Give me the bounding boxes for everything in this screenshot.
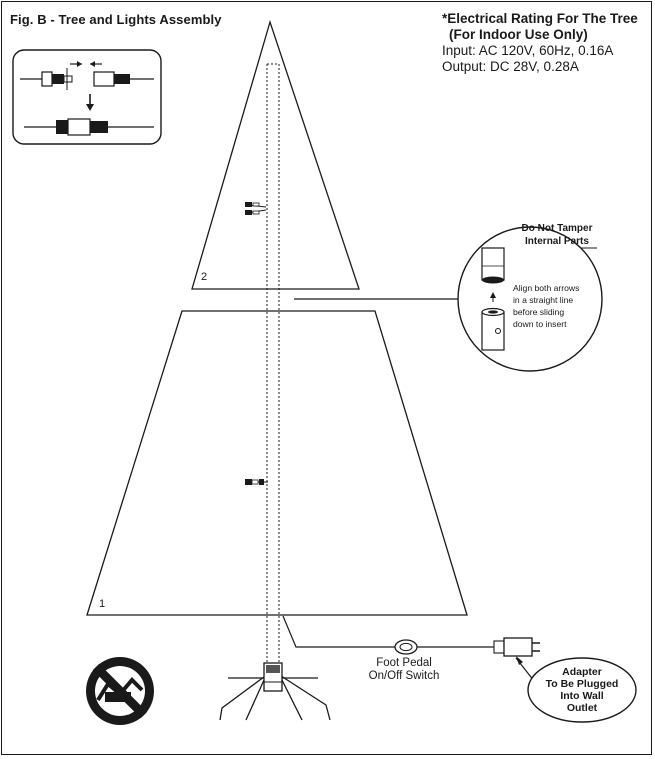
rating-input: Input: AC 120V, 60Hz, 0.16A xyxy=(442,43,614,58)
top-section-connector-icon xyxy=(245,202,267,215)
adapter-line2: To Be Plugged xyxy=(545,678,619,690)
foot-pedal-line1: Foot Pedal xyxy=(376,657,432,669)
bottom-section-connector-icon xyxy=(245,479,268,485)
tamper-warning: Do Not Tamper Internal Parts xyxy=(507,222,607,248)
instruction-line3: before sliding xyxy=(513,307,565,317)
tree-section-top xyxy=(191,19,360,290)
figure-title: Fig. B - Tree and Lights Assembly xyxy=(10,12,222,27)
section-number-top: 2 xyxy=(201,271,208,283)
alignment-instruction: Align both arrows in a straight line bef… xyxy=(513,282,591,330)
rating-heading-line2: (For Indoor Use Only) xyxy=(449,27,588,42)
rating-heading-line1: *Electrical Rating For The Tree xyxy=(442,11,638,26)
no-tools-icon xyxy=(86,657,154,725)
adapter-label: Adapter To Be Plugged Into Wall Outlet xyxy=(532,666,632,714)
instruction-line1: Align both arrows xyxy=(513,283,580,293)
instruction-line4: down to insert xyxy=(513,319,567,329)
adapter-line3: Into Wall xyxy=(560,690,604,702)
adapter-label-bubble xyxy=(527,657,637,723)
tamper-warning-line2: Internal Parts xyxy=(525,236,589,247)
tree-stand xyxy=(219,662,331,721)
tamper-warning-line1: Do Not Tamper xyxy=(521,223,593,234)
adapter-line1: Adapter xyxy=(562,666,602,678)
center-pole xyxy=(266,63,280,662)
power-adapter-icon xyxy=(493,637,540,657)
electrical-rating: *Electrical Rating For The Tree (For Ind… xyxy=(442,11,638,75)
foot-pedal-label: Foot Pedal On/Off Switch xyxy=(364,657,444,683)
foot-pedal-line2: On/Off Switch xyxy=(368,670,440,682)
tree-section-bottom xyxy=(86,310,468,616)
rating-output: Output: DC 28V, 0.28A xyxy=(442,59,579,74)
plug-connector-icon xyxy=(12,49,162,145)
foot-switch-icon xyxy=(394,639,418,655)
power-cord xyxy=(282,615,494,648)
pole-joint-callout xyxy=(457,226,603,372)
instruction-line2: in a straight line xyxy=(513,295,574,305)
section-number-bottom: 1 xyxy=(99,598,106,610)
adapter-line4: Outlet xyxy=(566,702,598,714)
